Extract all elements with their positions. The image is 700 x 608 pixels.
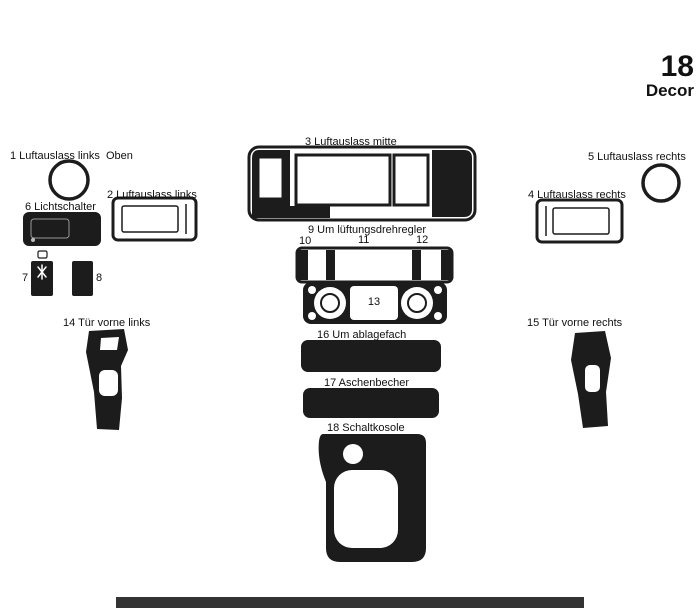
part-9-label: 9 Um lüftungsdrehregler [308,224,427,236]
part-2-vent-frame-shape [111,196,198,242]
part-4-label: 4 Luftauslass rechts [528,189,626,201]
part-8-label: 8 [96,272,103,284]
shifter-opening-icon [334,470,398,548]
part-15-label: 15 Tür vorne rechts [527,317,623,329]
part-11-label: 11 [358,234,370,246]
left-knob-icon [314,287,346,319]
part-15-right-door-panel-shape [571,331,611,428]
part-13-label: 13 [367,296,381,308]
part-16-label: 16 Um ablagefach [317,329,407,341]
part-17-ashtray-shape [303,388,439,418]
cup-holder-icon [343,444,363,464]
kit-number: 18 [660,50,694,83]
part-16-storage-surround-shape [301,340,441,372]
part-10-label: 10 [299,235,312,247]
part-13-climate-panel-shape [303,282,447,324]
part-5-round-vent-shape [641,163,681,203]
part-2-label: 2 Luftauslass links [107,189,197,201]
part-1-label: 1 Luftauslass links [10,150,100,162]
part-1-sublabel: Oben [106,150,133,162]
part-6-label: 6 Lichtschalter [25,201,96,213]
part-5-label: 5 Luftauslass rechts [588,151,686,163]
fan-symbol-icon [37,264,47,280]
right-knob-icon [401,287,433,319]
part-10-11-12-strip-shape [295,246,454,284]
part-18-console-shape [318,434,426,562]
lighter-icon [37,250,48,259]
part-14-left-door-panel-shape [86,329,128,430]
kit-header: 18 Decor [646,52,694,100]
part-14-label: 14 Tür vorne links [63,317,151,329]
part-1-round-vent-shape [48,159,90,201]
part-7-small-panel-shape [31,250,53,296]
part-18-label: 18 Schaltkosole [327,422,405,434]
part-12-label: 12 [416,234,429,246]
kit-name: Decor [645,81,694,100]
part-6-light-switch-shape [23,212,101,246]
part-3-center-vent-shape [247,145,477,222]
part-4-vent-frame-shape [535,198,624,244]
part-17-label: 17 Aschenbecher [324,377,410,389]
part-8-small-panel-shape [72,261,93,296]
part-3-label: 3 Luftauslass mitte [305,136,397,148]
bottom-shelf-bar [116,597,584,608]
part-7-label: 7 [22,272,29,284]
